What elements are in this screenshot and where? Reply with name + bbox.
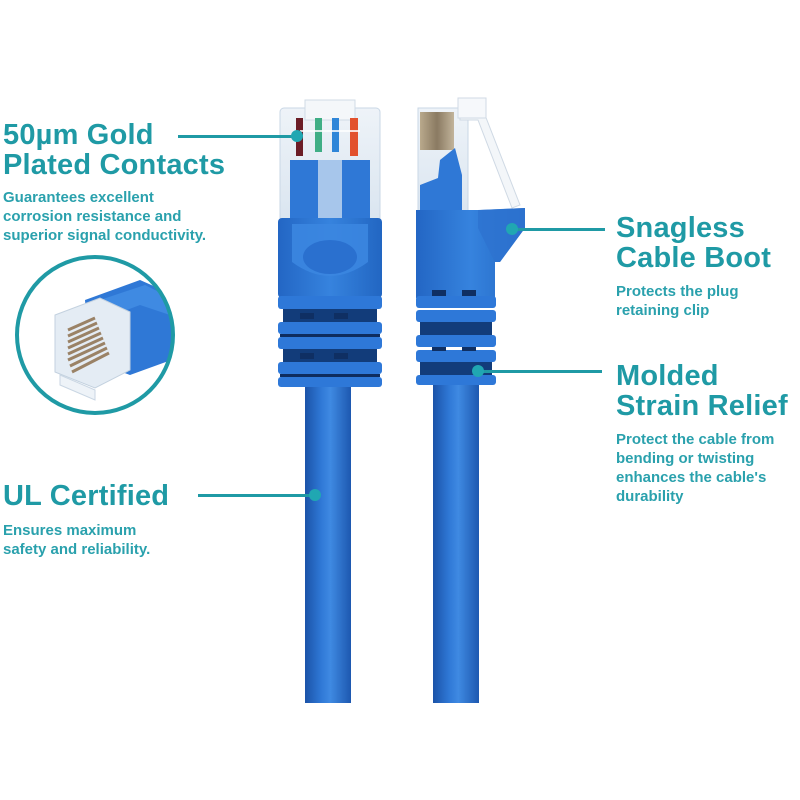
gold-contacts-dot (291, 130, 303, 142)
feature-title: Snagless Cable Boot (616, 212, 772, 274)
feature-ul-certified: UL Certified Ensures maximum safety and … (3, 481, 169, 559)
feature-title: 50µm Gold Plated Contacts (3, 119, 226, 181)
gold-contacts-leader-line (178, 135, 298, 138)
cable-boot-leader-line (515, 228, 605, 231)
strain-relief-dot (472, 365, 484, 377)
cable-boot-dot (506, 223, 518, 235)
ul-certified-leader-line (198, 494, 316, 497)
feature-title: Molded Strain Relief (616, 360, 788, 422)
feature-cable-boot: Snagless Cable Boot Protects the plug re… (616, 213, 771, 320)
feature-description: Protect the cable from bending or twisti… (616, 431, 775, 505)
feature-description: Protects the plug retaining clip (616, 283, 739, 319)
strain-relief-leader-line (480, 370, 602, 373)
ul-certified-dot (309, 489, 321, 501)
closeup-gold-contacts-circle (15, 255, 175, 415)
front-view-plug (278, 99, 382, 703)
feature-description: Guarantees excellent corrosion resistanc… (3, 189, 207, 244)
side-view-plug (416, 97, 525, 703)
feature-description: Ensures maximum safety and reliability. (3, 522, 151, 558)
feature-title: UL Certified (3, 480, 170, 512)
feature-gold-contacts: 50µm Gold Plated Contacts Guarantees exc… (3, 120, 225, 245)
feature-strain-relief: Molded Strain Relief Protect the cable f… (616, 361, 788, 506)
